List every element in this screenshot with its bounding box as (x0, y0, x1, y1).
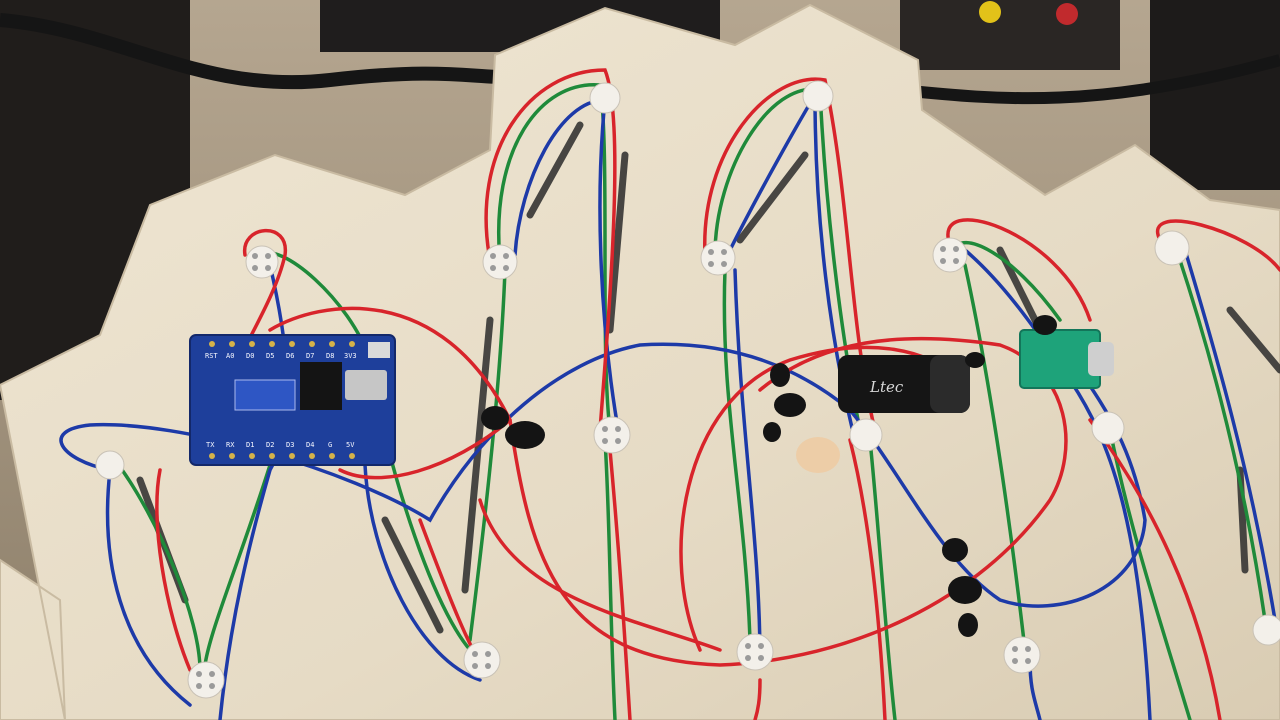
led-pad (700, 240, 736, 276)
pin-labels-top: RST A0 D0 D5 D6 D7 D8 3V3 (205, 352, 357, 360)
svg-text:Ltec: Ltec (869, 378, 904, 396)
header-pins-bottom (209, 453, 355, 459)
svg-text:3V3: 3V3 (344, 352, 357, 360)
svg-text:D0: D0 (246, 352, 254, 360)
solder-blob (774, 393, 806, 417)
led-pad (1091, 411, 1125, 445)
solder-blob (948, 576, 982, 604)
led-pad (245, 245, 279, 279)
led-pad (802, 80, 834, 112)
svg-text:G: G (328, 441, 332, 449)
svg-text:RST: RST (205, 352, 218, 360)
yellow-rca-jack (979, 1, 1001, 23)
reset-button (368, 342, 390, 358)
led-pad (593, 416, 631, 454)
wemos-d1-mini-board: RST A0 D0 D5 D6 D7 D8 3V3 TX RX D1 D2 D3… (189, 334, 396, 466)
svg-text:D2: D2 (266, 441, 274, 449)
svg-text:TX: TX (206, 441, 215, 449)
solder-blob (481, 406, 509, 430)
solder-blob (770, 363, 790, 387)
led-pad (1252, 614, 1280, 646)
red-rca-jack (1056, 3, 1078, 25)
electrolytic-capacitor: Ltec (838, 355, 970, 413)
dark-box-right (1150, 0, 1280, 190)
solder-blob (965, 352, 985, 368)
led-pad (463, 641, 501, 679)
led-pad (1154, 230, 1190, 266)
led-pad (1003, 636, 1041, 674)
solder-blob (505, 421, 545, 449)
rca-jack-box (900, 0, 1120, 70)
svg-text:D3: D3 (286, 441, 294, 449)
blue-wires (59, 88, 1277, 720)
svg-text:D5: D5 (266, 352, 274, 360)
svg-text:D4: D4 (306, 441, 314, 449)
solder-blob (958, 613, 978, 637)
svg-text:D6: D6 (286, 352, 294, 360)
svg-text:RX: RX (226, 441, 235, 449)
led-pad (589, 82, 621, 114)
solder-blob (763, 422, 781, 442)
led-pads (95, 80, 1280, 699)
usb-c-connector (1088, 342, 1114, 376)
black-cable (0, 13, 511, 90)
solder-blob (1033, 315, 1057, 335)
header-pins-top (209, 341, 355, 347)
led-pad (736, 633, 774, 671)
micro-usb-connector (345, 370, 387, 400)
led-pad (187, 661, 225, 699)
solder-blob (942, 538, 968, 562)
led-pad (932, 237, 968, 273)
svg-text:D1: D1 (246, 441, 254, 449)
svg-text:D8: D8 (326, 352, 334, 360)
usb-c-breakout-board (1019, 329, 1114, 389)
usb-serial-chip (300, 362, 342, 410)
pin-labels-bottom: TX RX D1 D2 D3 D4 G 5V (206, 441, 355, 449)
led-pad (95, 450, 125, 480)
led-pad (849, 418, 883, 452)
svg-text:A0: A0 (226, 352, 234, 360)
svg-text:5V: 5V (346, 441, 355, 449)
svg-text:D7: D7 (306, 352, 314, 360)
led-solder-points (196, 246, 1031, 689)
red-wires (155, 68, 1280, 720)
black-cable-right (899, 54, 1280, 105)
glue-spot (796, 437, 840, 473)
led-pad (482, 244, 518, 280)
solder-joints (481, 315, 1057, 637)
